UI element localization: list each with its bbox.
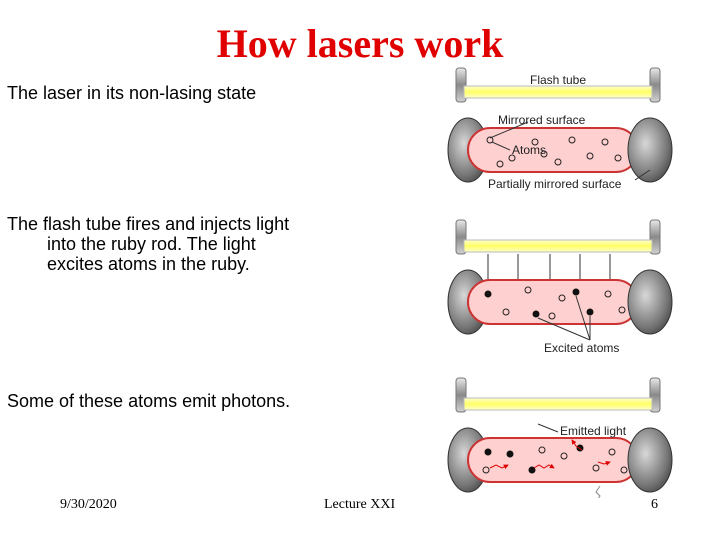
caption-line: into the ruby rod. The light (47, 234, 256, 254)
atoms (486, 136, 622, 168)
caption-line: The flash tube fires and injects light (7, 214, 290, 234)
flash-tube (455, 377, 661, 413)
partially-mirrored-pointer (634, 169, 651, 181)
footer-page-number: 6 (651, 497, 658, 512)
atoms-label: Atoms (512, 143, 546, 157)
laser-diagram: Flash tube Mirrored surface Atoms Partia… (447, 67, 673, 498)
partially-mirrored-label: Partially mirrored surface (488, 177, 622, 191)
slide-title: How lasers work (216, 21, 504, 66)
atoms (484, 286, 626, 320)
panel-emitting: Emitted light (447, 377, 673, 498)
panel-non-lasing: Flash tube Mirrored surface Atoms Partia… (447, 67, 673, 191)
atoms (482, 444, 628, 474)
atoms-pointer (491, 141, 511, 151)
caption-line: excites atoms in the ruby. (47, 254, 250, 274)
panel-excited: Excited atoms (447, 219, 673, 355)
emitted-light-pointer (537, 423, 559, 433)
excited-atoms-pointers (537, 295, 591, 341)
footer-lecture: Lecture XXI (324, 497, 396, 512)
ruby-rod (447, 117, 673, 183)
flash-tube (455, 67, 661, 103)
flash-tube-label: Flash tube (530, 73, 586, 87)
caption-flash-tube-fires: The flash tube fires and injects light i… (7, 214, 289, 274)
caption-emit-photons: Some of these atoms emit photons. (7, 391, 291, 411)
emitted-photons (489, 439, 611, 470)
mirrored-surface-label: Mirrored surface (498, 113, 586, 127)
caption-non-lasing: The laser in its non-lasing state (7, 83, 257, 103)
footer-date: 9/30/2020 (60, 497, 117, 512)
flash-tube (455, 219, 661, 255)
mirrored-surface-pointer (489, 121, 529, 139)
excited-atoms-label: Excited atoms (544, 341, 619, 355)
ruby-rod (447, 269, 673, 335)
emitted-light-label: Emitted light (560, 424, 627, 438)
emission-squiggle (595, 485, 601, 498)
